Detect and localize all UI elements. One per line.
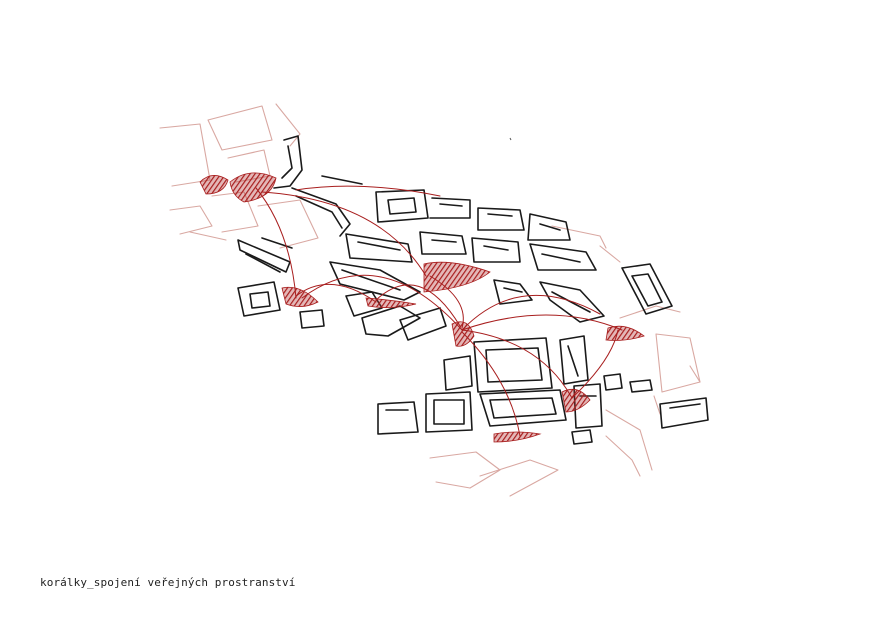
public-space-nw-west	[199, 175, 229, 195]
public-space-southeast	[561, 388, 591, 413]
public-space-west	[281, 286, 319, 307]
public-space-south	[493, 431, 542, 443]
context-blocks	[159, 103, 701, 497]
diagram-caption: korálky_spojení veřejných prostranství	[40, 576, 296, 589]
connection-arcs	[255, 185, 623, 437]
public-space-east	[605, 325, 645, 341]
building-blocks	[237, 135, 709, 445]
public-spaces	[199, 172, 645, 443]
public-space-center-north	[423, 261, 491, 293]
stray-mark	[509, 137, 512, 141]
public-space-center-strip	[365, 297, 417, 308]
public-space-nw-east	[229, 172, 277, 203]
